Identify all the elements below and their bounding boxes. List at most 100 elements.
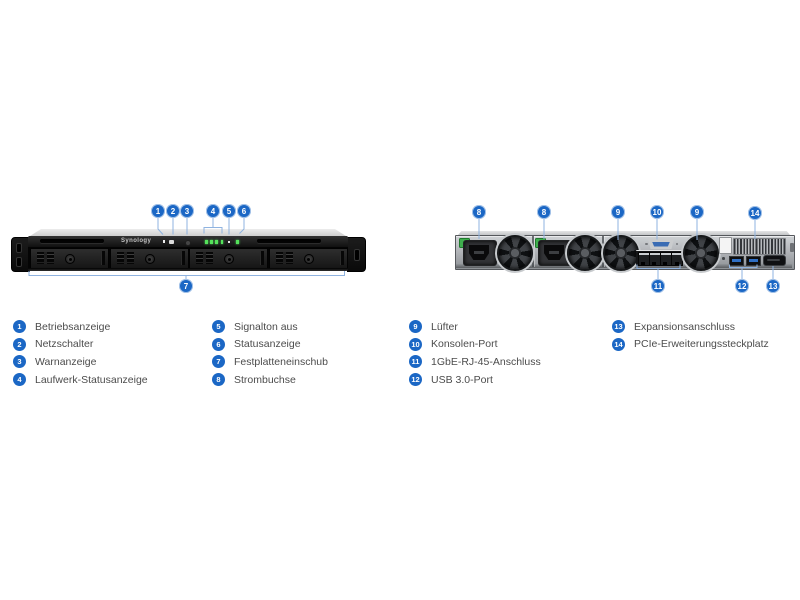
rj45-port: [637, 252, 650, 266]
legend-badge: 13: [612, 320, 625, 333]
callout-badge: 2: [166, 204, 180, 218]
drive-tray: [268, 248, 348, 269]
callout-badge: 12: [735, 279, 749, 293]
bezel-vent-left: [40, 238, 104, 243]
rear-chassis-top-face: [458, 231, 790, 235]
rj45-port: [671, 252, 684, 266]
callout-badge: 13: [766, 279, 780, 293]
vga-inner: [652, 241, 670, 247]
tray-latch: [339, 251, 344, 265]
legend-label: USB 3.0-Port: [431, 373, 493, 386]
legend-label: Lüfter: [431, 320, 458, 333]
power-socket: [538, 240, 572, 266]
legend-badge: 12: [409, 373, 422, 387]
rj45-port: [648, 252, 661, 266]
usb-tongue: [748, 258, 758, 262]
legend-badge: 1: [13, 320, 26, 333]
legend-item: 6 Statusanzeige: [212, 337, 328, 351]
callout-badge: 8: [472, 205, 486, 219]
legend-column-2: 5 Signalton aus 6 Statusanzeige 7 Festpl…: [212, 320, 328, 391]
vga-screw: [645, 242, 648, 245]
callout-badge: 14: [748, 206, 762, 220]
callout-badge: 4: [206, 204, 220, 218]
drive-led: [215, 240, 218, 244]
power-button: [169, 239, 174, 244]
legend-badge: 7: [212, 355, 225, 369]
synology-logo: Synology: [121, 237, 152, 244]
legend-badge: 5: [212, 320, 225, 333]
legend-item: 5 Signalton aus: [212, 320, 328, 333]
callout-badge: 10: [650, 205, 664, 219]
legend-item: 11 1GbE-RJ-45-Anschluss: [409, 355, 541, 369]
legend-column-4: 13 Expansionsanschluss 14 PCIe-Erweiteru…: [612, 320, 769, 355]
legend-badge: 6: [212, 337, 225, 351]
callout-badge: 5: [222, 204, 236, 218]
drive-tray: [30, 248, 109, 269]
drive-led: [220, 240, 224, 244]
psu-fan: [567, 235, 603, 271]
legend-label: Signalton aus: [234, 320, 298, 333]
legend-label: Strombuchse: [234, 373, 296, 386]
ear-screw-slot: [16, 257, 22, 267]
tray-latch: [101, 251, 105, 265]
alert-led: [185, 239, 191, 246]
legend-badge: 2: [13, 337, 26, 351]
usb3-port: [729, 256, 744, 266]
ear-screw-slot: [16, 243, 22, 253]
legend-label: Laufwerk-Statusanzeige: [35, 373, 148, 386]
legend-item: 13 Expansionsanschluss: [612, 320, 769, 333]
power-socket: [463, 240, 497, 266]
rj45-port: [659, 252, 672, 266]
console-port-vga: [648, 239, 674, 249]
callout-badge: 7: [179, 279, 193, 293]
power-inlet: [544, 245, 564, 260]
legend-label: Expansionsanschluss: [634, 320, 735, 333]
beep-off-led: [228, 240, 230, 243]
tray-vent-grille: [116, 252, 134, 264]
legend-label: Netzschalter: [35, 338, 94, 351]
system-fan: [603, 235, 639, 271]
chassis-thumbscrew: [789, 243, 794, 252]
callout-badge: 9: [690, 205, 704, 219]
legend-item: 4 Laufwerk-Statusanzeige: [13, 373, 148, 387]
reset-pinhole: [722, 257, 725, 260]
drive-tray: [109, 248, 189, 269]
tray-lock: [144, 254, 155, 264]
pcie-filler-tab: [719, 237, 732, 254]
legend-item: 3 Warnanzeige: [13, 355, 148, 369]
tray-latch: [180, 251, 185, 265]
callout-badge: 9: [611, 205, 625, 219]
pcie-slot-vents: [733, 238, 786, 255]
legend-label: Festplatteneinschub: [234, 355, 328, 368]
usb3-port: [746, 256, 761, 266]
legend-badge: 8: [212, 373, 225, 387]
legend-label: Statusanzeige: [234, 338, 301, 351]
drive-led: [205, 240, 208, 244]
legend-badge: 10: [409, 337, 422, 351]
psu-fan: [497, 235, 533, 271]
tray-lock: [224, 254, 234, 264]
legend-item: 1 Betriebsanzeige: [13, 320, 148, 333]
tray-lock: [303, 254, 314, 264]
legend-item: 12 USB 3.0-Port: [409, 373, 541, 387]
legend-item: 14 PCIe-Erweiterungssteckplatz: [612, 337, 769, 351]
drive-led: [210, 240, 213, 244]
tray-lock: [65, 254, 75, 264]
legend-badge: 14: [612, 337, 625, 351]
callout-badge: 8: [537, 205, 551, 219]
callout-badge: 6: [237, 204, 251, 218]
callout-badge: 11: [651, 279, 665, 293]
legend-item: 8 Strombuchse: [212, 373, 328, 387]
legend-label: PCIe-Erweiterungssteckplatz: [634, 338, 769, 351]
legend-item: 2 Netzschalter: [13, 337, 148, 351]
status-led: [235, 240, 239, 244]
callout-badge: 3: [180, 204, 194, 218]
power-led: [163, 240, 165, 243]
psu-divider: [532, 236, 534, 267]
tray-vent-grille: [37, 252, 54, 264]
legend-badge: 11: [409, 355, 422, 369]
tray-vent-grille: [275, 252, 293, 264]
legend-badge: 4: [13, 373, 26, 387]
callout-badge: 1: [151, 204, 165, 218]
